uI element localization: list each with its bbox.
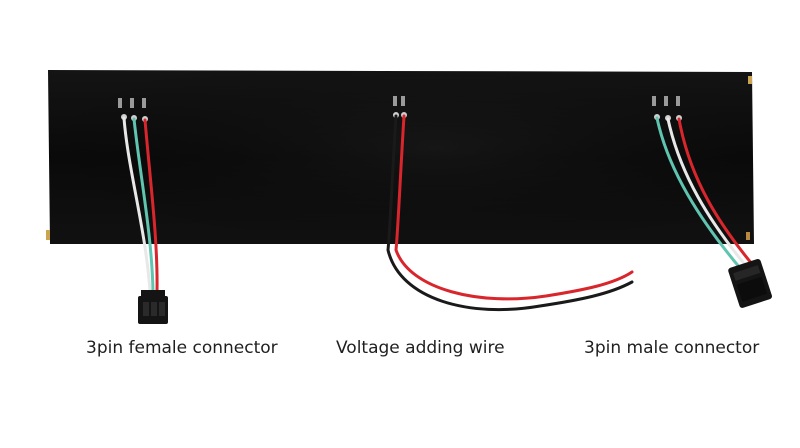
voltage-wire-pair	[386, 114, 634, 312]
led-panel	[46, 70, 754, 244]
caption-male-connector: 3pin male connector	[584, 338, 760, 358]
male-3pin-connector-icon	[728, 259, 772, 308]
edge-pad-left	[46, 230, 50, 240]
edge-pad-right-top	[748, 76, 752, 84]
caption-female-connector: 3pin female connector	[86, 338, 278, 358]
female-3pin-connector-icon	[138, 290, 168, 324]
edge-pad-right-bottom	[746, 232, 750, 240]
left-wire-bundle	[122, 116, 159, 294]
caption-voltage-wire: Voltage adding wire	[336, 338, 505, 358]
right-wire-bundle	[655, 116, 754, 270]
